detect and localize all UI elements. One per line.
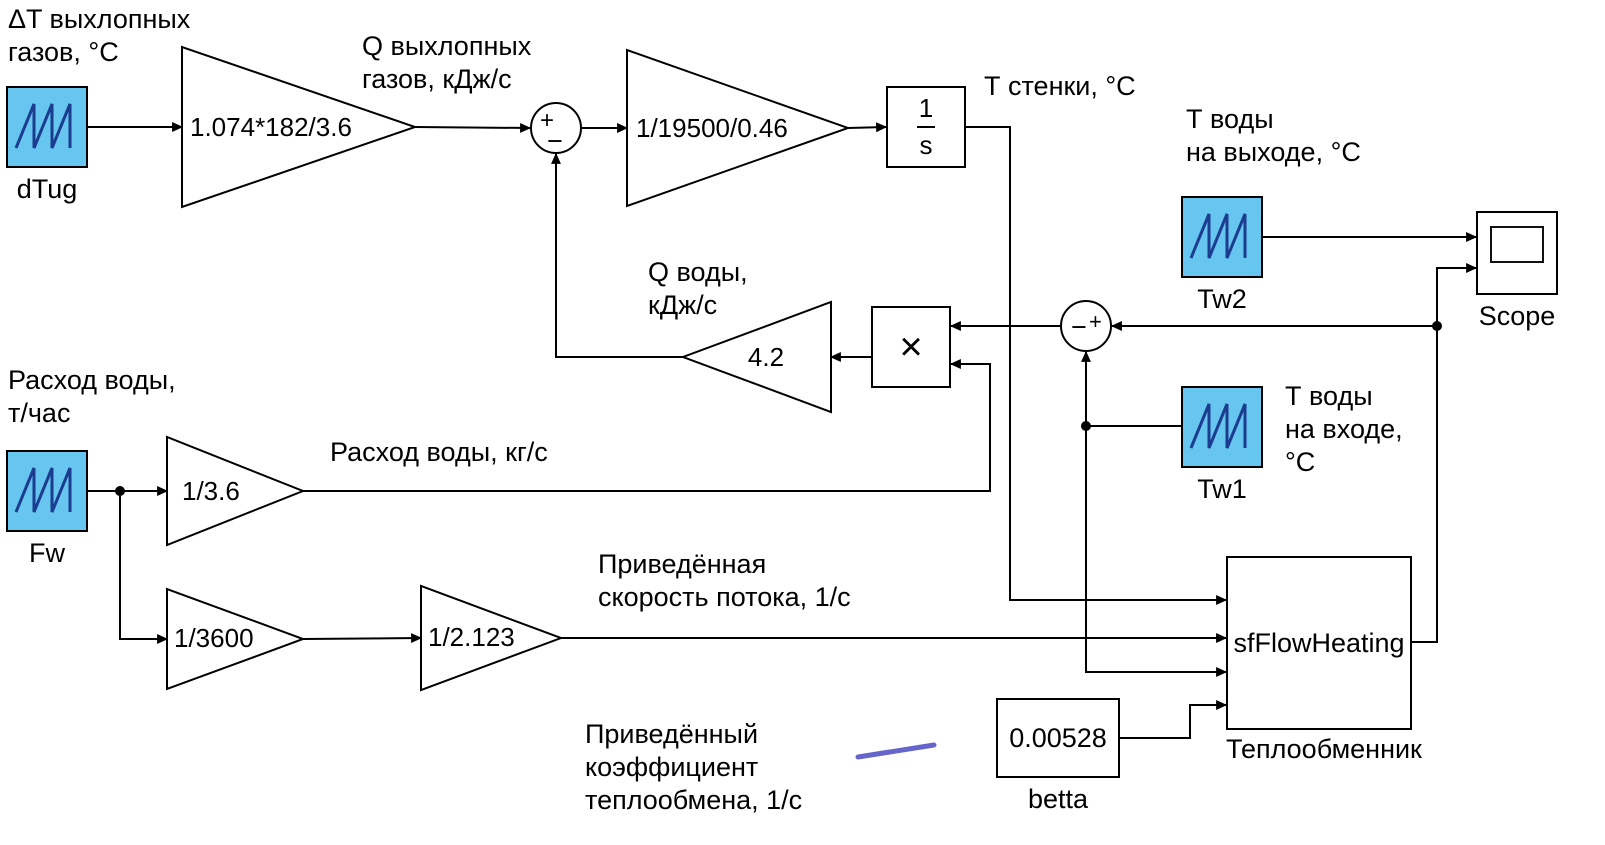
betta-constant-block[interactable]: 0.00528 xyxy=(996,698,1120,778)
sawtooth-wave-icon xyxy=(1183,198,1261,276)
heat-exchanger-block[interactable]: sfFlowHeating xyxy=(1226,556,1412,730)
gain-speed-value: 1/2.123 xyxy=(428,622,515,652)
tw1-source-block[interactable] xyxy=(1181,386,1263,468)
dtug-label: dTug xyxy=(16,174,78,204)
wire-twall-to-heat-exchanger[interactable] xyxy=(966,126,1228,605)
annotation-q-exhaust: Q выхлопных газов, кДж/с xyxy=(362,31,532,94)
gain-cp-value: 4.2 xyxy=(747,342,785,372)
fw-source-block[interactable] xyxy=(6,450,88,532)
junction-dot xyxy=(1081,421,1091,431)
wire-gain-flow-h-to-gain-speed[interactable] xyxy=(302,633,423,644)
annotation-t-water-out: Т воды на выходе, °C xyxy=(1186,104,1361,167)
integrator-fraction: 1 s xyxy=(888,88,964,166)
wire-fw-to-gain-flow-h[interactable] xyxy=(119,491,169,644)
wire-flow-kg-to-product[interactable] xyxy=(303,359,991,492)
product-block[interactable]: × xyxy=(871,306,951,388)
annotation-water-flow: Расход воды, т/час xyxy=(8,365,176,428)
annotation-t-water-in: Т воды на входе, °C xyxy=(1285,381,1403,477)
heat-exchanger-title: sfFlowHeating xyxy=(1233,627,1405,658)
annotation-water-flow-kg: Расход воды, кг/с xyxy=(330,437,548,467)
fw-label: Fw xyxy=(29,538,65,568)
wire-gain-exhaust-to-sum1[interactable] xyxy=(414,122,532,133)
sum2-block[interactable]: − + xyxy=(1060,300,1112,352)
gain-exhaust-value: 1.074*182/3.6 xyxy=(190,112,352,142)
sum1-block[interactable]: + − xyxy=(530,102,582,156)
sawtooth-wave-icon xyxy=(8,452,86,530)
fraction-bar xyxy=(917,126,935,128)
sum1-plus-sign: + xyxy=(540,107,555,134)
annotation-reduced-speed: Приведённая скорость потока, 1/с xyxy=(598,549,851,612)
scope-block[interactable] xyxy=(1476,211,1558,295)
integrator-denominator: s xyxy=(919,130,933,160)
integrator-numerator: 1 xyxy=(918,93,934,123)
gain-flow-h-value: 1/3600 xyxy=(174,623,254,653)
annotation-t-wall: Т стенки, °C xyxy=(984,71,1136,101)
sum2-minus-sign: − xyxy=(1071,312,1087,342)
gain-flow-kg-value: 1/3.6 xyxy=(182,476,240,506)
wire-qwater-to-sum1[interactable] xyxy=(551,152,683,358)
junction-dot xyxy=(1432,321,1442,331)
tw2-label: Tw2 xyxy=(1197,284,1247,314)
betta-value: 0.00528 xyxy=(1009,722,1107,753)
wire-tw1-to-heat-exchanger[interactable] xyxy=(1085,426,1228,677)
sum2-plus-sign: + xyxy=(1089,309,1102,334)
sum1-minus-sign: − xyxy=(547,126,563,156)
junction-dot xyxy=(115,486,125,496)
heat-exchanger-label: Теплообменник xyxy=(1226,734,1422,764)
wire-tw1-to-sum2[interactable] xyxy=(1081,350,1181,427)
annotation-line[interactable] xyxy=(855,742,937,760)
tw2-source-block[interactable] xyxy=(1181,196,1263,278)
scope-screen-icon xyxy=(1490,226,1544,263)
scope-label: Scope xyxy=(1478,301,1556,331)
integrator-block[interactable]: 1 s xyxy=(886,86,966,168)
betta-label: betta xyxy=(1027,784,1089,814)
tw1-label: Tw1 xyxy=(1197,474,1247,504)
wire-gain-wall-to-integrator[interactable] xyxy=(847,122,888,133)
dtug-source-block[interactable] xyxy=(6,86,88,168)
annotation-exhaust-dt: ΔT выхлопных газов, °C xyxy=(8,4,191,67)
sawtooth-wave-icon xyxy=(1183,388,1261,466)
wire-heat-exchanger-to-scope[interactable] xyxy=(1412,263,1478,643)
wire-betta-to-heat-exchanger[interactable] xyxy=(1120,700,1228,739)
gain-wall-value: 1/19500/0.46 xyxy=(636,113,788,143)
multiply-icon: × xyxy=(899,324,923,369)
annotation-q-water: Q воды, кДж/с xyxy=(648,257,748,320)
annotation-reduced-coeff: Приведённый коэффициент теплообмена, 1/с xyxy=(585,719,803,815)
sawtooth-wave-icon xyxy=(8,88,86,166)
